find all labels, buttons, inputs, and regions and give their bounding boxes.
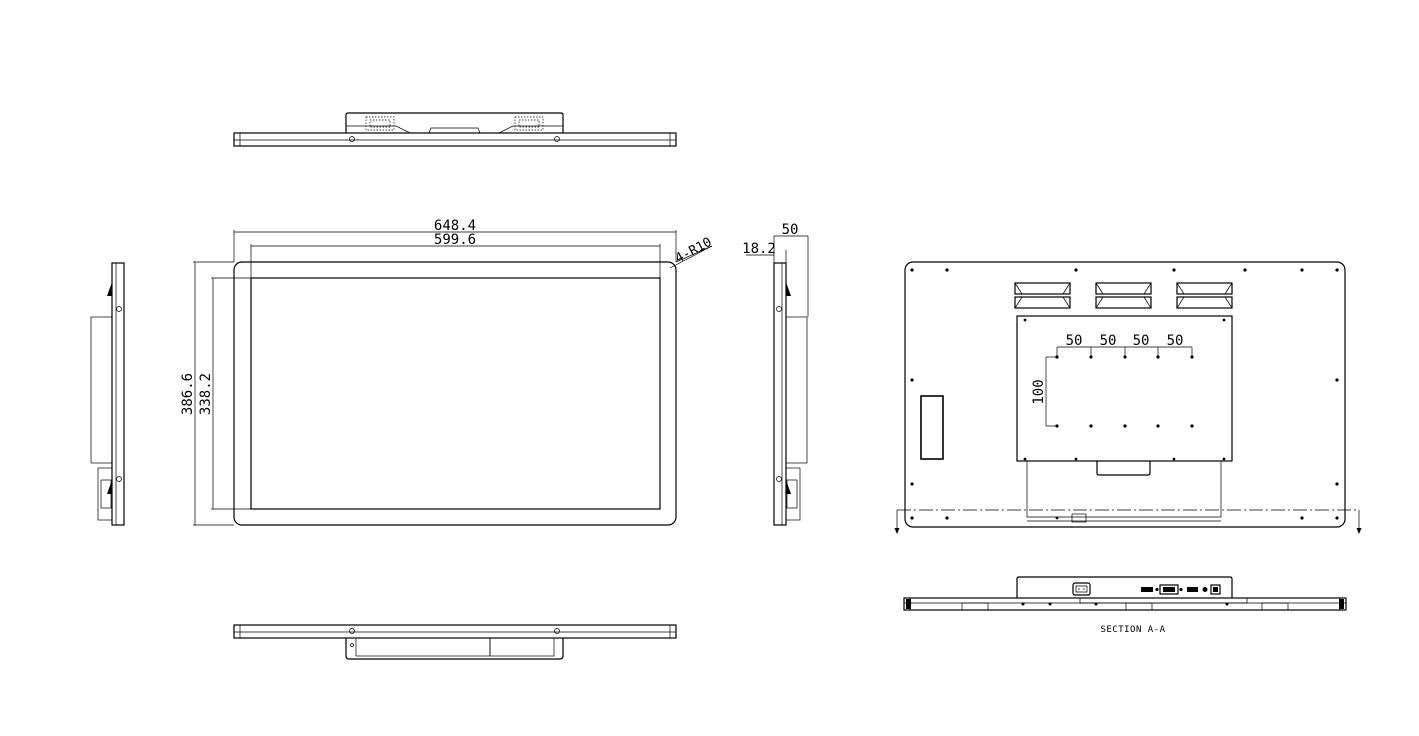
- vga-port-icon: [1159, 584, 1179, 595]
- front-view: 648.4 599.6 4-R10 386.6 338.2: [180, 218, 715, 526]
- top-vent-right: [514, 116, 544, 131]
- section-connectors: [1021, 582, 1229, 606]
- rear-vents: [1014, 282, 1233, 309]
- rear-view: 50 50 50 50 100: [894, 261, 1362, 534]
- front-active-area: [250, 277, 661, 510]
- usb-port-icon: [1210, 584, 1221, 595]
- vesa-plate: [1016, 315, 1233, 462]
- dim-depth-total: 50: [782, 222, 799, 238]
- dim-vesa-vertical: 100: [1031, 379, 1047, 404]
- hdmi-port-icon: [1141, 587, 1153, 592]
- audio-jack-icon: [1202, 587, 1208, 592]
- dim-vesa-1: 50: [1066, 333, 1083, 349]
- top-view: [233, 112, 677, 147]
- dim-vesa-4: 50: [1167, 333, 1184, 349]
- right-side-view: 50 18.2: [742, 222, 809, 526]
- dim-vesa-2: 50: [1100, 333, 1117, 349]
- rear-outline: [904, 261, 1346, 528]
- dim-overall-height: 386.6: [180, 373, 196, 415]
- front-bezel: [233, 261, 677, 526]
- dvi-port-icon: [1187, 587, 1198, 592]
- dim-overall-width: 648.4: [434, 218, 476, 234]
- section-caption: SECTION A-A: [1100, 625, 1165, 635]
- dim-depth-panel: 18.2: [742, 241, 776, 257]
- top-vent-left: [365, 116, 395, 131]
- dim-vesa-3: 50: [1133, 333, 1150, 349]
- dim-active-width: 599.6: [434, 232, 476, 248]
- dim-active-height: 338.2: [198, 373, 214, 415]
- dim-corner-radius: 4-R10: [673, 235, 715, 267]
- section-a-a-view: SECTION A-A: [903, 576, 1347, 635]
- left-side-view: [90, 262, 125, 526]
- power-inlet-icon: [1072, 582, 1091, 596]
- rear-control-panel: [920, 395, 944, 460]
- vesa-holes: [1055, 355, 1194, 428]
- bottom-view: [233, 624, 677, 660]
- rear-screws: [910, 268, 1339, 520]
